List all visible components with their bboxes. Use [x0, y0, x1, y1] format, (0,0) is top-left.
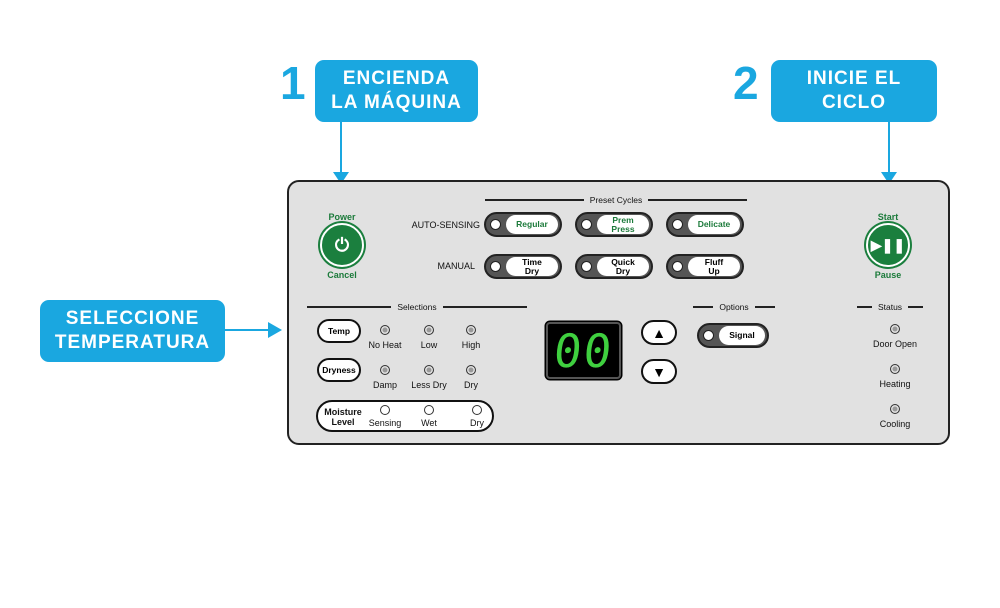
callout-select-temperature: SELECCIONE TEMPERATURA	[40, 300, 225, 362]
option-label: Damp	[372, 380, 397, 390]
up-arrow-button[interactable]: ▲	[641, 320, 677, 345]
status-label: Cooling	[879, 419, 911, 429]
callout-line: INICIE EL	[806, 68, 902, 89]
led-indicator	[672, 261, 683, 272]
callout-arrow	[225, 329, 270, 331]
selections-heading: Selections	[307, 302, 527, 312]
led-indicator	[490, 219, 501, 230]
section-title: Preset Cycles	[589, 195, 643, 205]
option-label: Dry	[470, 418, 484, 428]
led-indicator	[581, 219, 592, 230]
label-line: Up	[708, 265, 720, 276]
auto-sensing-label: AUTO-SENSING	[411, 220, 480, 230]
signal-label: Signal	[719, 326, 765, 345]
status-label: Heating	[879, 379, 911, 389]
digital-display: 00	[546, 322, 621, 379]
callout-line: TEMPERATURA	[54, 332, 211, 353]
dryness-button[interactable]: Dryness	[317, 358, 361, 382]
dryness-less-dry-indicator	[424, 365, 434, 375]
callout-power-on: ENCIENDA LA MÁQUINA	[315, 60, 478, 122]
callout-arrow	[340, 122, 342, 174]
cycle-regular-button[interactable]: Regular	[484, 212, 562, 237]
cooling-indicator	[890, 404, 900, 414]
label-line: Level	[331, 417, 355, 427]
moisture-wet-indicator	[424, 405, 434, 415]
step-number-1: 1	[280, 57, 306, 109]
dryness-dry-indicator	[466, 365, 476, 375]
callout-line: ENCIENDA	[342, 68, 451, 89]
temp-low-indicator	[424, 325, 434, 335]
cycle-delicate-button[interactable]: Delicate	[666, 212, 744, 237]
power-label: Power	[328, 212, 356, 222]
label-line: Prem	[612, 214, 634, 225]
section-title: Status	[877, 302, 903, 312]
label-line: Dry	[615, 265, 631, 276]
callout-line: CICLO	[821, 92, 887, 113]
dryness-damp-indicator	[380, 365, 390, 375]
down-arrow-button[interactable]: ▼	[641, 359, 677, 384]
label-line: Moisture	[324, 407, 362, 417]
section-title: Options	[719, 302, 749, 312]
callout-line: SELECCIONE	[65, 308, 200, 329]
led-indicator	[581, 261, 592, 272]
options-heading: Options	[693, 302, 775, 312]
led-indicator	[703, 330, 714, 341]
option-label: High	[461, 340, 481, 350]
section-title: Selections	[397, 302, 437, 312]
preset-cycles-heading: Preset Cycles	[485, 195, 747, 205]
label-line: Quick	[611, 256, 635, 267]
power-icon: ⏻	[334, 234, 350, 255]
pause-label: Pause	[874, 270, 902, 280]
moisture-dry-indicator	[472, 405, 482, 415]
moisture-sensing-indicator	[380, 405, 390, 415]
temp-no-heat-indicator	[380, 325, 390, 335]
temp-high-indicator	[466, 325, 476, 335]
down-triangle-icon: ▼	[652, 363, 666, 380]
callout-line: LA MÁQUINA	[331, 92, 462, 113]
label-line: Press	[611, 223, 635, 234]
cycle-label: Regular	[506, 215, 558, 234]
led-indicator	[490, 261, 501, 272]
label-line: Fluff	[704, 256, 724, 267]
arrow-head-icon	[268, 322, 282, 338]
option-label: Sensing	[368, 418, 402, 428]
option-label: No Heat	[368, 340, 402, 350]
power-button[interactable]: ⏻	[320, 223, 364, 267]
callout-arrow	[888, 122, 890, 174]
signal-button[interactable]: Signal	[697, 323, 769, 348]
heating-indicator	[890, 364, 900, 374]
cancel-label: Cancel	[327, 270, 357, 280]
start-pause-button[interactable]: ▶❚❚	[866, 223, 910, 267]
manual-label: MANUAL	[437, 261, 475, 271]
label-line: Dry	[524, 265, 540, 276]
label-line: Time	[522, 256, 542, 267]
option-label: Low	[420, 340, 438, 350]
display-value: 00	[550, 323, 617, 378]
status-heading: Status	[857, 302, 923, 312]
up-triangle-icon: ▲	[652, 324, 666, 341]
play-pause-icon: ▶❚❚	[870, 236, 906, 253]
cycle-label: Delicate	[688, 215, 740, 234]
door-open-indicator	[890, 324, 900, 334]
start-label: Start	[877, 212, 899, 222]
status-label: Door Open	[872, 339, 918, 349]
option-label: Less Dry	[411, 380, 447, 390]
option-label: Dry	[464, 380, 478, 390]
callout-start-cycle: INICIE EL CICLO	[771, 60, 937, 122]
led-indicator	[672, 219, 683, 230]
temp-button[interactable]: Temp	[317, 319, 361, 343]
step-number-2: 2	[733, 57, 759, 109]
option-label: Wet	[421, 418, 437, 428]
moisture-level-button[interactable]	[316, 400, 494, 432]
